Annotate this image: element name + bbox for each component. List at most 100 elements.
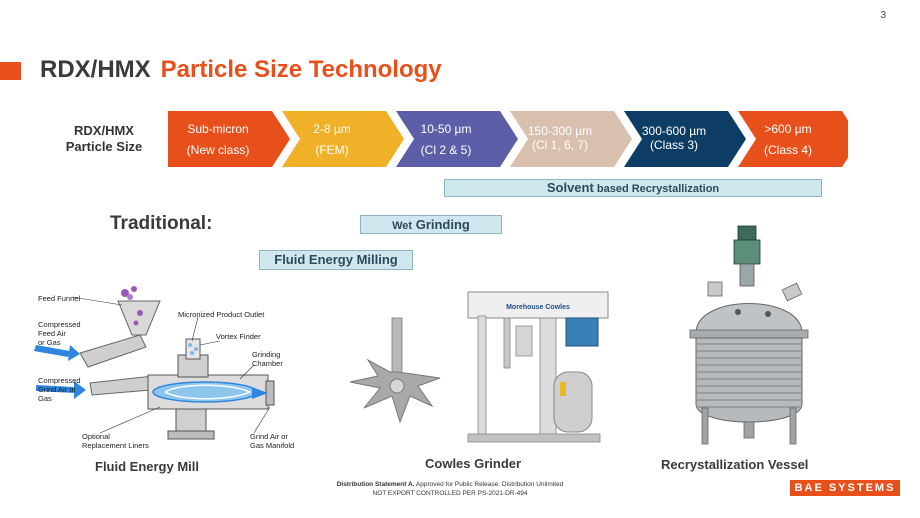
left-column bbox=[477, 315, 487, 439]
vessel-nozzle-left bbox=[707, 281, 723, 297]
leader-line bbox=[191, 316, 199, 342]
label-grinding-1: Grinding bbox=[252, 350, 280, 359]
feed-particle bbox=[127, 294, 133, 300]
feed-tube-shape bbox=[79, 334, 147, 368]
machine-head bbox=[467, 291, 609, 319]
drive-shaft bbox=[503, 317, 511, 369]
vessel-leg-right bbox=[789, 407, 797, 445]
feed-particle bbox=[121, 289, 129, 297]
label-optional-1: Optional bbox=[82, 432, 110, 441]
label-vortex: Vortex Finder bbox=[216, 332, 261, 341]
label-compressed-feed-2: Feed Air bbox=[38, 329, 66, 338]
grind-air-arrow bbox=[36, 385, 74, 393]
vessel-nozzle-right bbox=[781, 282, 803, 302]
label-compressed-feed-1: Compressed bbox=[38, 320, 81, 329]
base-pipe-shape bbox=[175, 408, 207, 434]
vessel-shaft-housing bbox=[739, 263, 755, 287]
chevron-6-line1: >600 µm bbox=[764, 122, 812, 136]
cowles-brand-label: Morehouse Cowles bbox=[506, 304, 570, 311]
label-compressed-grind-1: Compressed bbox=[38, 376, 81, 385]
blade-hub bbox=[389, 378, 405, 394]
vessel-svg bbox=[689, 225, 809, 445]
manifold-arrow bbox=[252, 387, 268, 399]
wet-grinding-bar: Wet Grinding bbox=[360, 215, 502, 234]
distribution-strong: Distribution Statement A. bbox=[336, 481, 415, 488]
solvent-recrystallization-bar: Solvent based Recrystallization bbox=[444, 179, 822, 197]
caption-recrystallization-vessel: Recrystallization Vessel bbox=[661, 457, 809, 472]
vortex-swirl bbox=[164, 384, 252, 400]
chevron-2-line2: (FEM) bbox=[315, 143, 349, 157]
right-column bbox=[539, 317, 557, 439]
vessel-gearbox bbox=[733, 239, 761, 265]
distribution-line-2: NOT EXPORT CONTROLLED PER PS-2021-DR-494 bbox=[372, 490, 528, 497]
chevron-4-line2: (Cl 1, 6, 7) bbox=[531, 138, 588, 152]
recrystallization-vessel-illustration bbox=[680, 224, 820, 454]
feed-air-arrow bbox=[34, 345, 70, 357]
label-manifold-1: Grind Air or bbox=[250, 432, 288, 441]
label-micronized: Micronized Product Outlet bbox=[178, 310, 265, 319]
vessel-body bbox=[695, 337, 803, 423]
chevron-3-shape bbox=[396, 111, 518, 167]
fluid-energy-milling-bar: Fluid Energy Milling bbox=[259, 250, 413, 270]
chevron-5-shape bbox=[624, 111, 746, 167]
chevron-4-text: 150-300 µm (Cl 1, 6, 7) bbox=[512, 123, 608, 154]
vessel-leg-left bbox=[701, 407, 709, 445]
distribution-line-1: Distribution Statement A. Approved for P… bbox=[310, 480, 590, 489]
particle-size-label-line1: RDX/HMX bbox=[74, 123, 134, 138]
solvent-bar-strong: Solvent bbox=[546, 180, 594, 195]
feed-particle bbox=[137, 310, 143, 316]
leader-line bbox=[239, 364, 255, 380]
chevron-shapes bbox=[168, 111, 848, 167]
chevron-4-shape bbox=[510, 111, 632, 167]
caption-fluid-energy-mill: Fluid Energy Mill bbox=[95, 459, 200, 474]
chevron-6-text: >600 µm (Class 4) bbox=[740, 121, 836, 159]
heating-coils bbox=[696, 343, 802, 408]
leader-line bbox=[199, 340, 221, 346]
fem-diagram-svg: Feed Funnel Compressed Feed Air or Gas C… bbox=[34, 286, 294, 450]
cowles-grinder-svg: Morehouse Cowles bbox=[349, 291, 609, 443]
traditional-heading: Traditional: bbox=[110, 213, 213, 234]
particle-size-label-line2: Particle Size bbox=[65, 139, 143, 154]
motor bbox=[565, 317, 599, 347]
solvent-bar-rest: based Recrystallization bbox=[593, 183, 720, 195]
product-particle bbox=[194, 347, 198, 351]
feed-air-arrow-head bbox=[68, 345, 80, 361]
label-optional-2: Replacement Liners bbox=[82, 441, 149, 450]
base-flange-shape bbox=[167, 430, 215, 440]
feed-particle bbox=[133, 320, 139, 326]
label-compressed-grind-3: Gas bbox=[38, 394, 52, 403]
label-grinding-2: Chamber bbox=[252, 359, 283, 368]
chevron-5-text: 300-600 µm (Class 3) bbox=[626, 123, 722, 154]
bae-systems-logo: BAE SYSTEMS bbox=[790, 480, 900, 496]
chevron-1-shape bbox=[168, 111, 290, 167]
machine-base bbox=[467, 433, 601, 443]
page-number: 3 bbox=[880, 10, 886, 21]
wet-bar-strong: Wet bbox=[392, 220, 413, 232]
product-particle bbox=[190, 351, 194, 355]
leader-line bbox=[253, 406, 271, 434]
chevron-6-shape bbox=[738, 111, 848, 167]
label-compressed-grind-2: Grind Air or bbox=[38, 385, 76, 394]
sight-glass bbox=[735, 309, 741, 315]
label-feed-funnel: Feed Funnel bbox=[38, 294, 80, 303]
particle-size-label: RDX/HMX Particle Size bbox=[58, 123, 150, 155]
vessel-flange bbox=[689, 329, 809, 339]
wet-bar-rest: Grinding bbox=[412, 217, 470, 232]
chevron-3-text: 10-50 µm (Cl 2 & 5) bbox=[398, 121, 494, 159]
chevron-2-shape bbox=[282, 111, 404, 167]
hydraulic-tank bbox=[553, 371, 593, 433]
chevron-3-line1: 10-50 µm bbox=[420, 122, 472, 136]
vessel-motor-top bbox=[737, 225, 757, 241]
chevron-3-line2: (Cl 2 & 5) bbox=[420, 143, 472, 157]
chevron-5-line1: 300-600 µm bbox=[641, 124, 707, 138]
cowles-grinder-illustration: Morehouse Cowles bbox=[340, 282, 620, 454]
tank-valve bbox=[560, 382, 566, 396]
chevron-4-line1: 150-300 µm bbox=[527, 124, 593, 138]
feed-funnel-shape bbox=[117, 300, 161, 336]
chevron-1-line2: (New class) bbox=[186, 143, 250, 157]
label-manifold-2: Gas Manifold bbox=[250, 441, 294, 450]
distribution-rest: Approved for Public Release. Distributio… bbox=[414, 481, 564, 488]
fluid-energy-mill-diagram: Feed Funnel Compressed Feed Air or Gas C… bbox=[30, 283, 310, 458]
vessel-dome bbox=[695, 303, 803, 333]
